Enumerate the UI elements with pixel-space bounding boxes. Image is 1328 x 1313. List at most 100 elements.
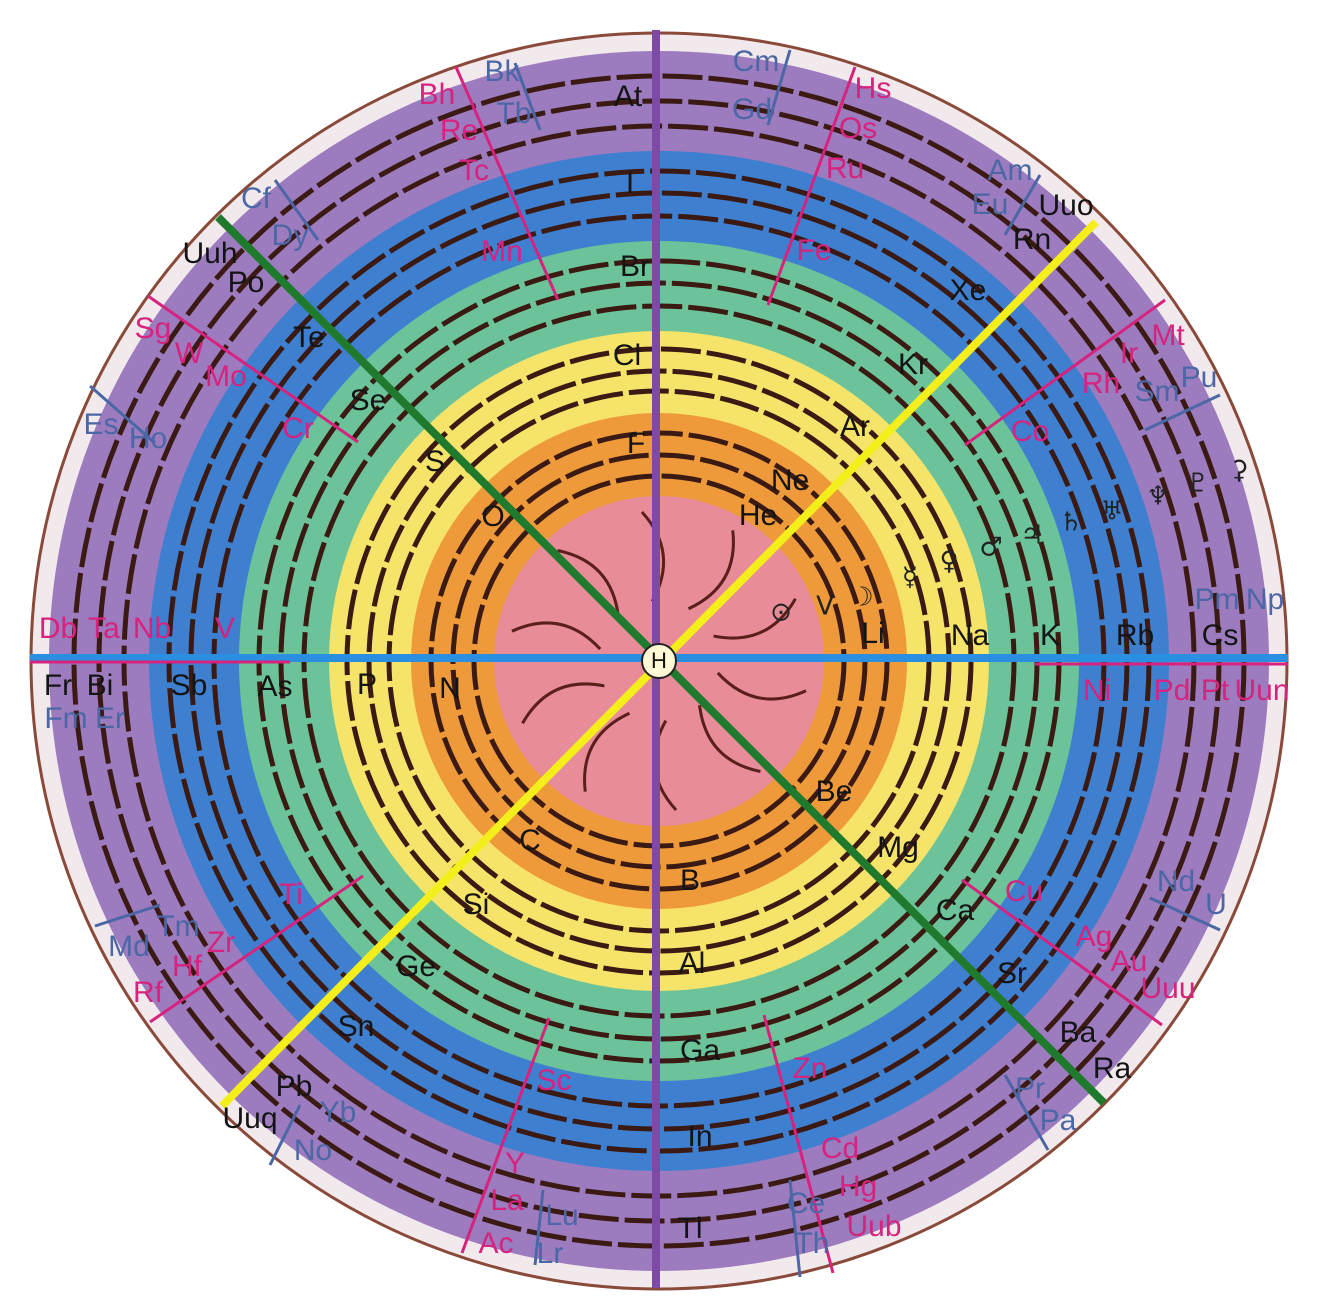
d-element-label-v: V xyxy=(215,612,235,645)
f-element-label-am: Am xyxy=(988,154,1033,187)
d-element-label-db: Db xyxy=(39,612,77,645)
f-element-label-cm: Cm xyxy=(733,45,780,78)
f-element-label-pr: Pr xyxy=(1015,1072,1045,1105)
element-label-uuo: Uuo xyxy=(1038,189,1093,222)
d-element-label-mn: Mn xyxy=(481,235,523,268)
d-element-label-ac: Ac xyxy=(478,1227,513,1260)
d-element-label-cd: Cd xyxy=(821,1132,859,1165)
element-label-n: N xyxy=(439,672,461,705)
f-element-label-yb: Yb xyxy=(320,1096,357,1129)
planet-symbol-4: ♀ xyxy=(939,547,958,577)
f-element-label-ce: Ce xyxy=(787,1187,825,1220)
planet-symbol-0: ⊙ xyxy=(770,598,792,628)
center-vein xyxy=(716,671,807,701)
element-label-ge: Ge xyxy=(396,950,436,983)
element-label-ca: Ca xyxy=(936,894,975,927)
f-element-label-bk: Bk xyxy=(484,55,520,88)
element-label-cl: Cl xyxy=(613,339,641,372)
f-element-label-er: Er xyxy=(95,702,125,735)
element-label-sn: Sn xyxy=(338,1010,375,1043)
element-label-se: Se xyxy=(350,384,387,417)
d-block-divider xyxy=(961,878,1163,1027)
element-label-b: B xyxy=(680,864,700,897)
d-element-label-mt: Mt xyxy=(1151,319,1185,352)
f-element-label-no: No xyxy=(294,1134,332,1167)
element-label-in: In xyxy=(687,1120,712,1153)
f-block-divider xyxy=(533,1189,545,1266)
element-label-k: K xyxy=(1040,619,1060,652)
d-element-label-ag: Ag xyxy=(1076,920,1113,953)
d-element-label-au: Au xyxy=(1111,945,1148,978)
center-vein xyxy=(521,682,605,725)
hydrogen-center-label: H xyxy=(651,648,667,673)
d-element-label-co: Co xyxy=(1011,415,1049,448)
f-block-divider xyxy=(513,62,542,131)
d-element-label-zn: Zn xyxy=(792,1052,827,1085)
d-element-label-uub: Uub xyxy=(846,1210,901,1243)
d-element-label-nb: Nb xyxy=(133,612,171,645)
d-element-label-ir: Ir xyxy=(1120,337,1138,370)
planet-symbol-9: ♆ xyxy=(1146,482,1169,512)
planet-symbol-8: ♅ xyxy=(1100,497,1123,527)
element-label-ar: Ar xyxy=(840,410,870,443)
planet-symbol-11: ⚳ xyxy=(1229,456,1248,486)
f-element-label-lu: Lu xyxy=(545,1199,578,1232)
element-label-sr: Sr xyxy=(997,957,1027,990)
f-block-divider xyxy=(1144,393,1221,432)
f-element-label-md: Md xyxy=(108,930,150,963)
d-element-label-mo: Mo xyxy=(205,360,247,393)
element-label-bi: Bi xyxy=(87,669,114,702)
element-label-pb: Pb xyxy=(276,1070,313,1103)
element-label-uuq: Uuq xyxy=(222,1102,277,1135)
d-element-label-hf: Hf xyxy=(172,950,203,983)
f-element-label-np: Np xyxy=(1246,583,1284,616)
f-block-divider xyxy=(1149,896,1221,932)
f-element-label-tb: Tb xyxy=(496,97,531,130)
element-label-fr: Fr xyxy=(44,669,72,702)
center-vein xyxy=(511,621,602,651)
center-vein xyxy=(583,711,631,792)
d-element-label-sc: Sc xyxy=(536,1064,571,1097)
f-element-label-pm: Pm xyxy=(1195,583,1240,616)
f-block-divider xyxy=(273,179,320,241)
f-element-label-eu: Eu xyxy=(972,188,1009,221)
element-label-f: F xyxy=(627,427,645,460)
d-element-label-hs: Hs xyxy=(855,72,892,105)
element-label-cs: Cs xyxy=(1202,619,1239,652)
element-label-uuh: Uuh xyxy=(182,237,237,270)
planet-symbol-3: ☿ xyxy=(902,563,918,593)
element-label-rb: Rb xyxy=(1116,619,1154,652)
f-element-label-pa: Pa xyxy=(1040,1104,1077,1137)
element-label-ga: Ga xyxy=(680,1034,720,1067)
f-element-label-nd: Nd xyxy=(1157,865,1195,898)
element-label-c: C xyxy=(519,824,541,857)
d-element-label-rf: Rf xyxy=(133,976,164,1009)
center-vein xyxy=(687,530,735,611)
planet-symbol-2: ☽ xyxy=(850,583,873,613)
f-block-divider xyxy=(1003,174,1042,236)
d-block-divider xyxy=(964,298,1166,447)
element-label-s: S xyxy=(425,445,445,478)
center-vein xyxy=(713,597,797,640)
f-block-divider xyxy=(766,49,792,126)
d-element-label-w: W xyxy=(175,337,204,370)
element-label-ne: Ne xyxy=(771,464,809,497)
element-label-rn: Rn xyxy=(1013,223,1051,256)
f-element-label-gd: Gd xyxy=(732,93,772,126)
element-label-o: O xyxy=(481,500,504,533)
f-element-label-sm: Sm xyxy=(1135,375,1180,408)
center-vein xyxy=(698,705,761,773)
element-label-at: At xyxy=(614,80,643,113)
f-element-label-cf: Cf xyxy=(241,182,272,215)
f-element-label-pu: Pu xyxy=(1181,361,1218,394)
element-label-mg: Mg xyxy=(877,831,919,864)
d-element-label-sg: Sg xyxy=(135,312,172,345)
d-element-label-hg: Hg xyxy=(839,1170,877,1203)
d-element-label-y: Y xyxy=(505,1147,525,1180)
center-pattern xyxy=(511,510,807,812)
f-block-divider xyxy=(788,1179,802,1278)
d-block-divider xyxy=(460,1017,551,1254)
d-element-label-pt: Pt xyxy=(1201,674,1230,707)
planet-symbol-6: ♃ xyxy=(1020,521,1043,551)
